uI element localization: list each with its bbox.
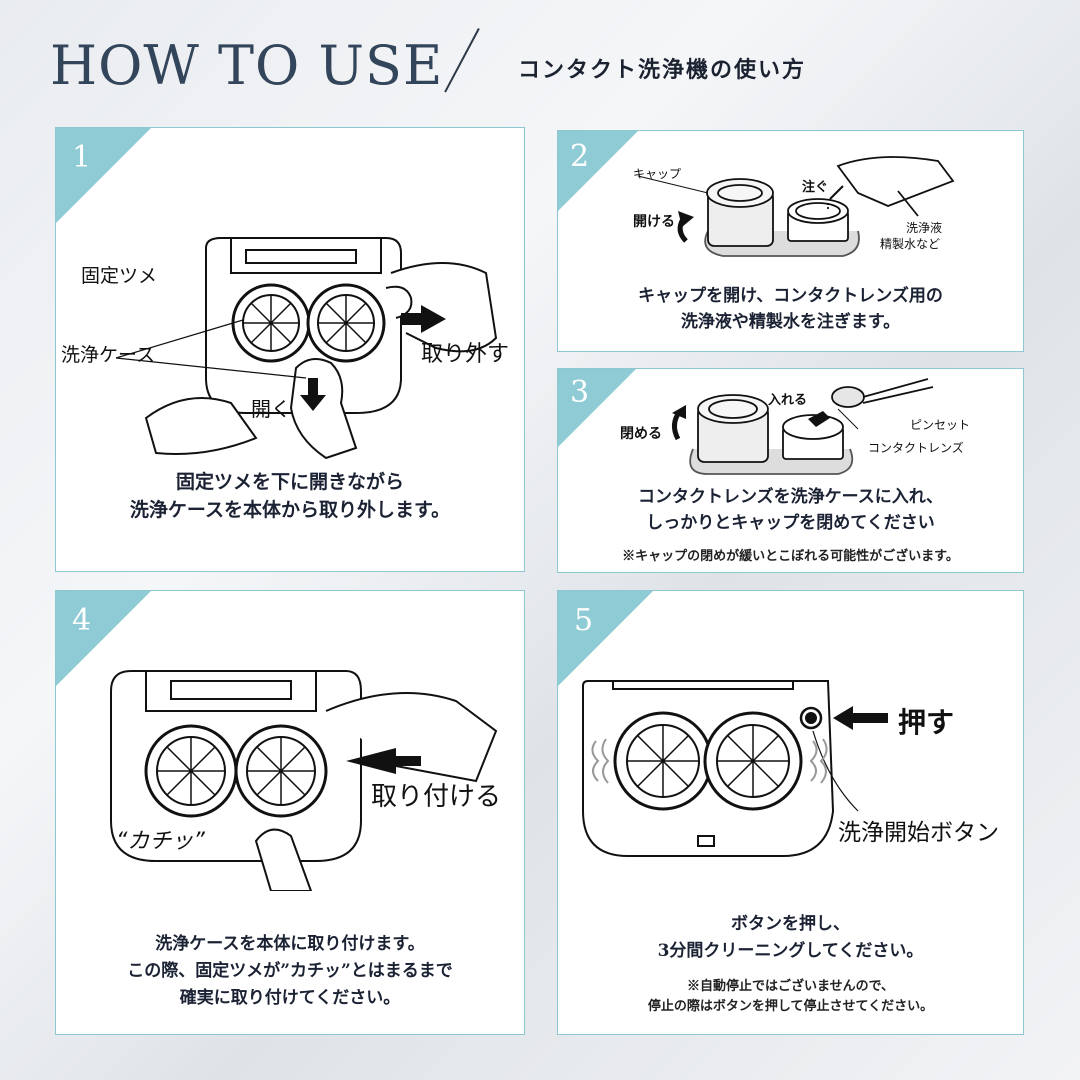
step-3-note: ※キャップの閉めが緩いとこぼれる可能性がございます。 — [622, 549, 959, 564]
label-open: 開く — [251, 397, 291, 421]
label-close: 閉める — [620, 426, 662, 442]
step-2-illustration — [637, 156, 955, 257]
label-purified-water: 精製水など — [880, 237, 941, 251]
label-solution: 洗浄液 — [906, 221, 943, 235]
label-insert: 入れる — [768, 393, 808, 408]
label-press: 押す — [898, 706, 955, 739]
label-attach: 取り付ける — [371, 782, 502, 812]
step-4-panel: 4 取り付ける “カチッ” 洗浄ケースを本体に取り付けます。 この際、固定ツメが… — [55, 590, 525, 1035]
step-3-caption: コンタクトレンズを洗浄ケースに入れ、 しっかりとキャップを閉めてください — [638, 487, 943, 533]
step-1-caption: 固定ツメを下に開きながら 洗浄ケースを本体から取り外します。 — [129, 471, 451, 521]
step-5-illustration — [582, 680, 888, 857]
step-4-caption: 洗浄ケースを本体に取り付けます。 この際、固定ツメが”カチッ”とはまるまで 確実… — [127, 934, 453, 1008]
page-title: HOW TO USE — [50, 34, 444, 97]
label-click-sound: “カチッ” — [116, 829, 205, 854]
step-3-panel: 3 入れる 閉める ピンセット コンタクトレンズ コンタクトレンズを洗浄ケースに… — [557, 368, 1024, 573]
label-cap: キャップ — [633, 167, 682, 181]
step-number-badge — [56, 128, 151, 223]
title-divider — [444, 28, 480, 93]
step-number-badge — [558, 591, 653, 686]
start-button-label: 洗浄開始ボタン — [838, 820, 999, 846]
step-5-panel: 5 押す 洗浄開始ボタン ボタンを押し、 3分間クリーニングしてください。 ※自… — [557, 590, 1024, 1035]
step-5-caption: ボタンを押し、 3分間クリーニングしてください。 — [657, 914, 924, 961]
step-5-note: ※自動停止ではございませんので、 停止の際はボタンを押して停止させてください。 — [647, 979, 934, 1014]
step-number: 4 — [72, 603, 92, 638]
step-4-illustration — [110, 670, 498, 891]
step-number: 3 — [570, 375, 590, 410]
step-2-caption: キャップを開け、コンタクトレンズ用の 洗浄液や精製水を注ぎます。 — [638, 286, 943, 332]
label-contact-lens: コンタクトレンズ — [868, 441, 964, 455]
step-number: 1 — [72, 140, 92, 175]
step-1-panel: 1 固定ツメ 洗浄ケース 開く 取り外す 固定ツメを下に開きながら 洗浄ケースを… — [55, 127, 525, 572]
step-number-badge — [558, 369, 636, 447]
step-number: 2 — [570, 139, 590, 174]
step-2-panel: 2 キャップ 注ぐ 開ける 洗浄液 精製水など キャップを開け、コンタクトレンズ… — [557, 130, 1024, 352]
page-subtitle: コンタクト洗浄機の使い方 — [518, 57, 807, 83]
page-header: HOW TO USE コンタクト洗浄機の使い方 — [50, 28, 1050, 98]
step-1-illustration — [115, 237, 498, 478]
label-open: 開ける — [633, 214, 675, 230]
label-tweezers: ピンセット — [910, 418, 971, 432]
label-cleaning-case: 洗浄ケース — [61, 344, 156, 366]
label-pour: 注ぐ — [802, 180, 829, 195]
step-number-badge — [558, 131, 638, 211]
label-remove: 取り外す — [421, 342, 510, 367]
step-3-illustration — [672, 378, 934, 475]
label-fixed-claw: 固定ツメ — [81, 265, 158, 287]
step-number: 5 — [574, 603, 594, 638]
